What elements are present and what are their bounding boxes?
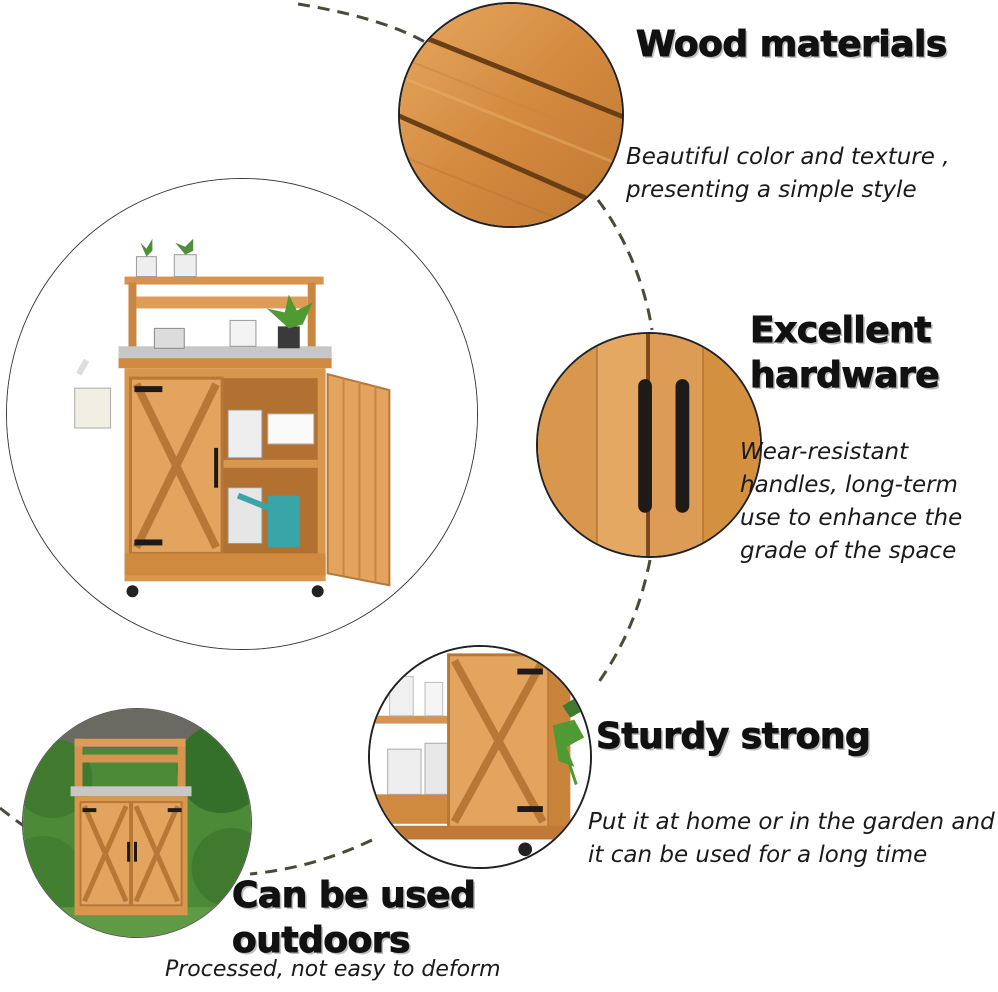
can-be-used-outdoors-description: Processed, not easy to deform [165,957,501,982]
cabinet-handles-image [538,334,760,556]
sturdy-circle [368,645,592,869]
sturdy-strong-title: Sturdy strong [596,716,872,758]
can-be-used-outdoors-title: Can be used outdoors [232,875,477,962]
wood-materials-description: Beautiful color and texture , presenting… [626,144,950,203]
excellent-hardware-description: Wear-resistant handles, long-term use to… [740,439,963,564]
wood-grain-image [400,4,622,226]
cabinet-closeup-image [370,647,590,867]
hardware-circle [536,332,762,558]
outdoors-circle [22,708,252,938]
garden-bench-photo [23,709,251,937]
sturdy-strong-description: Put it at home or in the garden and it c… [588,809,995,868]
potting-bench-illustration [7,179,477,649]
wood-materials-title: Wood materials [636,24,948,66]
excellent-hardware-title: Excellent hardware [750,310,941,397]
wood-material-circle [398,2,624,228]
main-product-circle [6,178,478,650]
